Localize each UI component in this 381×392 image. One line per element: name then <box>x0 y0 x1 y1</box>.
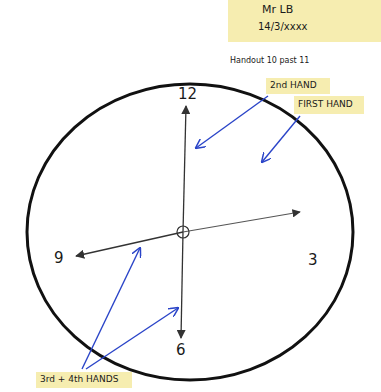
instruction-note: Handout 10 past 11 <box>230 56 309 65</box>
leader-line <box>82 248 140 369</box>
leader-line <box>196 96 268 148</box>
sticky-note <box>266 78 330 94</box>
clock-numeral: 3 <box>308 252 318 269</box>
callout-label: 3rd + 4th HANDS <box>40 374 118 384</box>
sticky-note <box>36 372 132 388</box>
sticky-note <box>228 0 381 42</box>
clock-hand <box>76 232 183 256</box>
date-note: 14/3/xxxx <box>258 21 308 33</box>
clock-numeral: 6 <box>176 342 186 359</box>
clock-hand <box>181 232 183 338</box>
clock-numeral: 9 <box>54 250 64 267</box>
clock-centre <box>177 226 189 238</box>
clock-hand <box>183 212 300 232</box>
callout-label: 2nd HAND <box>270 80 317 90</box>
callout-label: FIRST HAND <box>298 99 353 109</box>
leader-line <box>86 308 178 369</box>
clock-hand <box>183 106 186 232</box>
leader-line <box>262 116 300 162</box>
clock-face <box>27 84 353 380</box>
sticky-note <box>294 96 364 114</box>
patient-name: Mr LB <box>262 4 293 17</box>
clock-numeral: 12 <box>178 86 197 103</box>
